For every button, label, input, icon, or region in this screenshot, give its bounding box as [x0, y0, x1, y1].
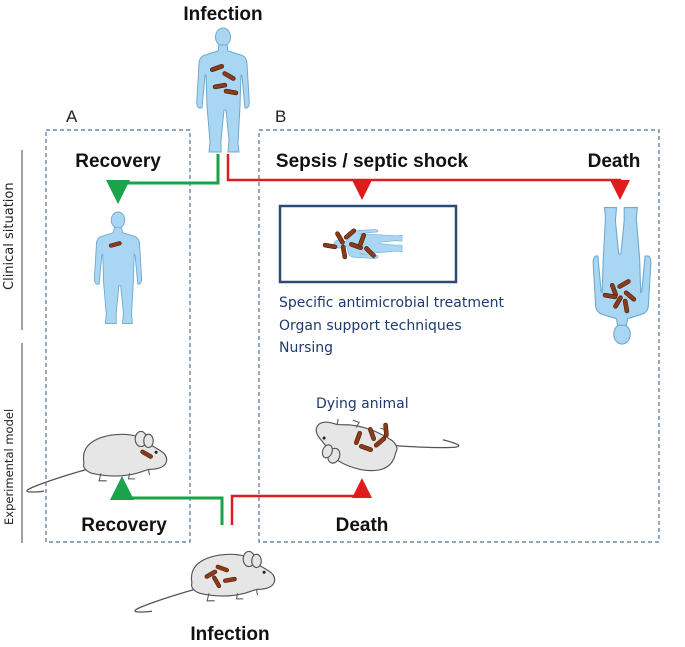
human-body-icon	[196, 27, 250, 153]
death-arrow-top	[226, 154, 630, 200]
recovery-mouse-icon	[26, 430, 168, 493]
treatment-nursing: Nursing	[279, 340, 333, 356]
top-infection-title: Infection	[183, 4, 262, 25]
recovery-top-label: Recovery	[75, 151, 161, 172]
mouse-icon	[134, 550, 276, 613]
dying-animal-label: Dying animal	[316, 396, 409, 412]
death-bottom-label: Death	[336, 515, 389, 536]
recovery-bottom-label: Recovery	[81, 515, 167, 536]
death-top-label: Death	[588, 151, 641, 172]
dead-patient-icon	[592, 207, 652, 345]
panel-a-letter: A	[66, 107, 78, 126]
experimental-model-label: Experimental model	[2, 409, 16, 525]
panel-b-letter: B	[275, 107, 286, 126]
recovery-arrow-bottom	[110, 476, 224, 525]
recovery-arrow-top	[106, 154, 220, 204]
recovery-human-icon	[93, 211, 143, 325]
treatment-antimicrobial: Specific antimicrobial treatment	[279, 295, 504, 311]
clinical-situation-label: Clinical situation	[2, 182, 17, 290]
side-label-group: Clinical situation Experimental model	[2, 150, 23, 543]
bottom-infection-title: Infection	[190, 624, 269, 645]
dying-mouse-icon	[306, 396, 460, 503]
sepsis-label: Sepsis / septic shock	[276, 151, 469, 172]
treatment-organ-support: Organ support techniques	[279, 318, 462, 334]
death-arrow-bottom	[230, 478, 372, 525]
sepsis-patient-box	[278, 204, 458, 284]
panel-b-border	[258, 129, 660, 543]
panel-a-border	[45, 129, 191, 543]
